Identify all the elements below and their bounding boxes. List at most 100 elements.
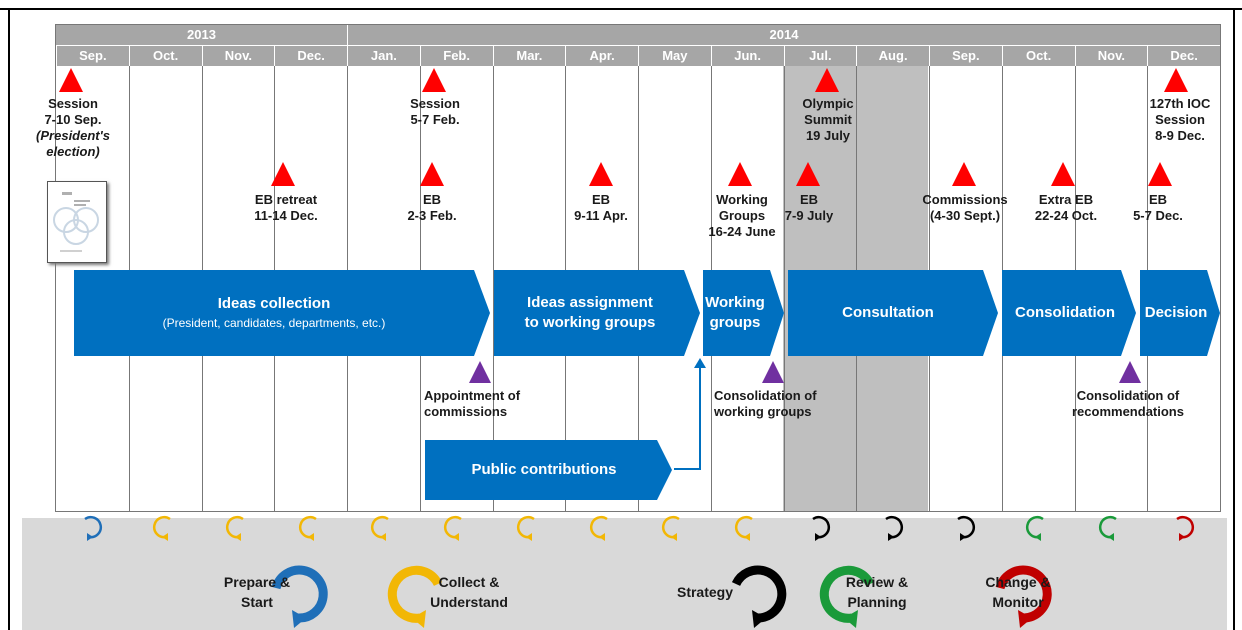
phase-consultation-title: Consultation (842, 304, 934, 321)
label-eb-feb: EB 2-3 Feb. (407, 192, 457, 223)
phase-decision: Decision (1138, 270, 1214, 356)
milestone-marker (1119, 361, 1141, 383)
month-header: Nov. (201, 46, 275, 66)
collect-cycle-icon (735, 515, 753, 541)
milestone-marker (762, 361, 784, 383)
month-header: Oct. (1001, 46, 1075, 66)
month-header: Sep. (56, 46, 129, 66)
label-consolidation-wg: Consolidation of working groups (714, 388, 817, 419)
label-presidents-election: (President's election) (36, 128, 110, 159)
event-marker (1164, 68, 1188, 92)
event-marker (420, 162, 444, 186)
event-marker (796, 162, 820, 186)
label-working-groups-meet: Working Groups 16-24 June (708, 192, 776, 239)
collect-cycle-icon (589, 515, 608, 541)
review-cycle-icon (819, 565, 875, 628)
month-header: Oct. (128, 46, 202, 66)
label-appointment: Appointment of commissions (424, 388, 521, 419)
event-marker (1148, 162, 1172, 186)
phase-public-contributions: Public contributions (425, 440, 663, 500)
frame-right-border (1233, 8, 1235, 630)
year-2013: 2013 (56, 25, 347, 45)
phase-ideas-collection-title: Ideas collection (217, 295, 331, 312)
arrow-ideas-collection-shape (74, 270, 490, 356)
prepare-cycle-icon (271, 565, 328, 628)
label-collect-understand: Collect & Understand (430, 574, 508, 610)
collect-cycle-icon (225, 515, 244, 541)
collect-cycle-icon (516, 515, 535, 541)
event-marker (952, 162, 976, 186)
phase-working-groups: Working groups (700, 270, 770, 356)
month-header: Dec. (1147, 46, 1220, 66)
month-header: Jul. (783, 46, 857, 66)
collect-cycle-icon (371, 515, 390, 541)
month-header: Jan. (347, 46, 420, 66)
label-eb-dec: EB 5-7 Dec. (1133, 192, 1183, 223)
collect-cycle-icon (444, 515, 462, 541)
change-cycle-icon (995, 565, 1052, 628)
phase-ideas-assignment: Ideas assignment to working groups (494, 270, 686, 356)
collect-cycle-icon (662, 515, 681, 541)
event-marker (1051, 162, 1075, 186)
phase-decision-title: Decision (1144, 304, 1208, 321)
frame-top-border (0, 8, 1242, 10)
label-strategy: Strategy (676, 584, 734, 600)
arrow-decision-shape (1140, 270, 1220, 356)
strategy-cycle-icon (731, 565, 787, 628)
strategy-cycle-icon (884, 515, 903, 541)
milestone-marker (469, 361, 491, 383)
collect-cycle-icon (153, 515, 171, 541)
label-eb-retreat: EB retreat 11-14 Dec. (254, 192, 318, 223)
connector-line (674, 366, 701, 470)
label-ioc-session: 127th IOC Session 8-9 Dec. (1149, 96, 1211, 143)
label-extra-eb: Extra EB 22-24 Oct. (1034, 192, 1098, 223)
phase-ideas-assignment-title: Ideas assignment to working groups (524, 294, 656, 331)
month-header: Nov. (1074, 46, 1148, 66)
label-prepare-start: Prepare & Start (223, 574, 291, 610)
phase-consolidation: Consolidation (1002, 270, 1128, 356)
arrow-working-groups-shape (703, 270, 784, 356)
event-marker (589, 162, 613, 186)
year-2014: 2014 (348, 25, 1220, 45)
phase-ideas-collection-subtitle: (President, candidates, departments, etc… (162, 316, 386, 330)
month-header: Jun. (710, 46, 784, 66)
arrow-consultation-shape (788, 270, 998, 356)
label-commissions: Commissions (4-30 Sept.) (922, 192, 1008, 223)
frame-left-border (8, 8, 10, 630)
label-review-planning: Review & Planning (845, 574, 909, 610)
collect-cycle-icon (298, 515, 317, 541)
month-header: May (638, 46, 711, 66)
strategy-cycle-icon (812, 515, 830, 541)
month-header: Apr. (565, 46, 638, 66)
event-marker (271, 162, 295, 186)
month-header: Feb. (419, 46, 493, 66)
label-change-monitor: Change & Monitor (985, 574, 1051, 610)
phase-public-contributions-title: Public contributions (471, 461, 617, 478)
phase-working-groups-title: Working groups (705, 294, 765, 331)
month-gridline (492, 66, 494, 511)
strategy-cycle-icon (957, 515, 976, 541)
arrow-ideas-assignment-shape (494, 270, 700, 356)
review-cycle-icon (1026, 515, 1044, 541)
label-eb-apr: EB 9-11 Apr. (574, 192, 628, 223)
arrow-public-contributions-shape (425, 440, 672, 500)
change-cycle-icon (1175, 515, 1194, 541)
month-header: Sep. (929, 46, 1002, 66)
label-session-feb: Session 5-7 Feb. (410, 96, 460, 127)
phase-ideas-collection: Ideas collection (President, candidates,… (74, 270, 474, 356)
document-thumbnail (47, 181, 107, 263)
event-marker (815, 68, 839, 92)
phase-consolidation-title: Consolidation (1015, 304, 1115, 321)
arrow-consolidation-shape (1002, 270, 1136, 356)
phase-consultation: Consultation (788, 270, 988, 356)
collect-cycle-icon (387, 565, 443, 628)
month-header: Mar. (492, 46, 566, 66)
month-gridline (783, 66, 785, 511)
label-session-2013: Session 7-10 Sep. (44, 96, 102, 127)
event-marker (59, 68, 83, 92)
event-marker (728, 162, 752, 186)
label-eb-jul: EB 7-9 July (784, 192, 834, 223)
review-cycle-icon (1098, 515, 1117, 541)
